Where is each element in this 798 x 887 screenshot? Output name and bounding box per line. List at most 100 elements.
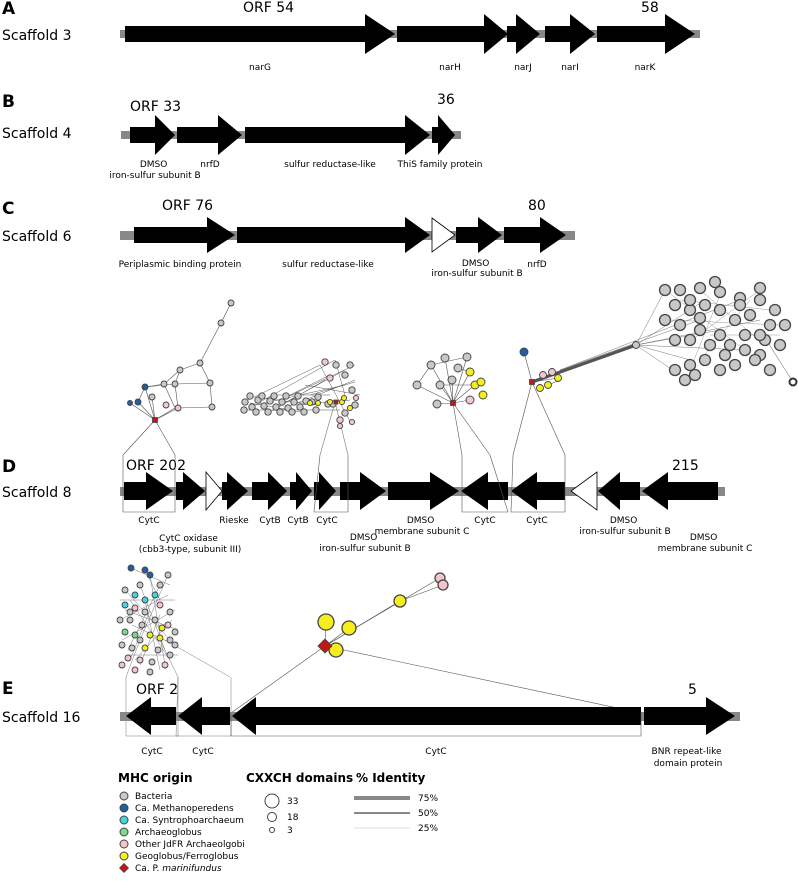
orf-end-label: 215	[672, 458, 699, 474]
gene-arrow	[388, 472, 459, 510]
orf-start-label: ORF 33	[130, 99, 181, 115]
network-node	[166, 608, 174, 616]
network-node	[162, 401, 170, 409]
gene-arrow	[176, 472, 205, 510]
gene-arrow	[456, 217, 502, 253]
gene-label: DMSO iron-sulfur subunit B	[579, 516, 670, 537]
gene-arrow	[432, 115, 455, 155]
network-node	[141, 383, 149, 391]
gene-label: BNR repeat-like domain protein	[652, 747, 725, 769]
network-node	[258, 392, 266, 400]
panel-letter-d: D	[2, 457, 16, 477]
size-label: 18	[287, 813, 299, 823]
network-node	[141, 566, 149, 574]
network-node	[252, 408, 260, 416]
network-node	[127, 400, 133, 406]
network-node	[773, 338, 787, 352]
network-node	[128, 644, 136, 652]
network-node	[326, 398, 334, 406]
gene-label: CytC	[474, 516, 495, 526]
network-node	[332, 361, 340, 369]
network-node	[723, 338, 737, 352]
gene-arrow	[125, 14, 395, 54]
network-node	[158, 624, 166, 632]
gene-arrow	[252, 472, 287, 510]
size-marker-medium	[267, 812, 277, 822]
legend-label: Archaeoglobus	[135, 828, 202, 838]
network-node	[748, 353, 762, 367]
network-node	[138, 621, 146, 629]
legend-label: Geoglobus/Ferroglobus	[135, 852, 239, 862]
network-node	[348, 386, 356, 394]
scaffold-label: Scaffold 8	[2, 485, 72, 501]
network-node	[462, 352, 472, 362]
identity-label: 50%	[418, 809, 438, 819]
orf-end-label: 58	[641, 0, 659, 16]
network-node	[116, 616, 124, 624]
network-node	[738, 343, 752, 357]
network-node	[341, 620, 357, 636]
network-node	[544, 381, 552, 389]
panel-b: B Scaffold 4 ORF 33 36 DMSO iron-sulfur …	[2, 92, 482, 181]
network-node	[352, 394, 360, 402]
network-node	[683, 333, 697, 347]
network-node	[171, 628, 179, 636]
legend-marker	[119, 803, 129, 813]
network-node	[693, 311, 707, 325]
orf-end-label: 5	[688, 682, 697, 698]
network-node	[136, 636, 144, 644]
network-node	[673, 283, 687, 297]
network-node	[136, 581, 144, 589]
network-node	[753, 293, 767, 307]
scaffold-label: Scaffold 3	[2, 28, 72, 44]
network-node	[465, 395, 475, 405]
network-cluster-3	[416, 356, 491, 456]
network-node	[141, 608, 149, 616]
network-node	[632, 341, 640, 349]
network-node	[266, 397, 274, 405]
network-node	[713, 363, 727, 377]
network-node	[465, 367, 475, 377]
legend-marker	[119, 827, 129, 837]
network-node	[276, 408, 284, 416]
orf-start-label: ORF 2	[136, 682, 178, 698]
network-node	[536, 384, 544, 392]
gene-arrow	[461, 472, 508, 510]
network-node	[763, 318, 777, 332]
gene-label: Rieske	[219, 516, 249, 526]
orf-start-label: ORF 76	[162, 198, 213, 214]
network-node	[160, 380, 168, 388]
network-node	[447, 375, 457, 385]
panel-e: E Scaffold 16 ORF 2 5 CytC CytC CytC BNR…	[2, 679, 740, 769]
gene-arrow	[397, 14, 508, 54]
orf-start-label: ORF 54	[243, 0, 294, 16]
network-node	[314, 393, 322, 401]
gene-label: CytC	[425, 747, 446, 757]
network-node	[176, 366, 184, 374]
network-node	[282, 392, 290, 400]
network-node	[693, 281, 707, 295]
network-node	[121, 601, 129, 609]
network-node	[156, 581, 164, 589]
network-node	[678, 373, 692, 387]
gene-label: narK	[635, 63, 657, 73]
network-node	[688, 368, 702, 382]
network-node	[171, 641, 179, 649]
network-node	[217, 319, 225, 327]
gene-arrow	[545, 14, 595, 54]
network-node	[326, 374, 334, 382]
gene-arrow	[222, 472, 248, 510]
network-node	[698, 353, 712, 367]
orf-end-label: 36	[437, 92, 455, 108]
network-node	[156, 601, 164, 609]
gene-arrow	[178, 697, 230, 735]
network-node	[351, 401, 359, 409]
legend-marker	[119, 851, 129, 861]
network-node	[288, 408, 296, 416]
network-node	[317, 613, 335, 631]
network-node	[241, 398, 249, 406]
network-node	[658, 313, 672, 327]
legend-label: Ca. Syntrophoarchaeum	[135, 816, 244, 826]
network-node	[341, 371, 349, 379]
